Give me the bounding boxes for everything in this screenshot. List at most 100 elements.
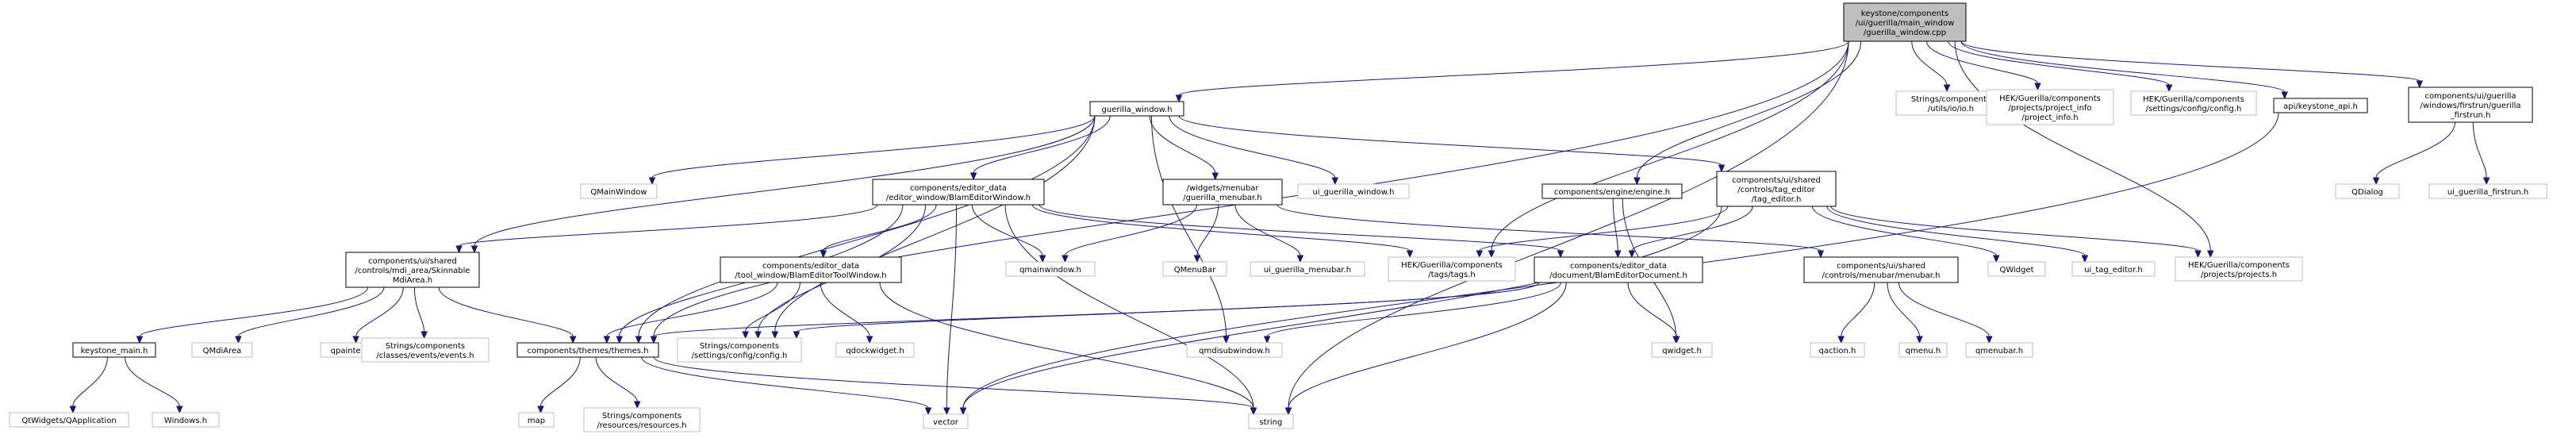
node-label: qmdisubwindow.h (1199, 347, 1270, 356)
edge-tag-editor-to-editor-document (1628, 206, 1753, 259)
node-box (872, 179, 1045, 206)
node-box (1810, 342, 1865, 358)
node-shared-menubar[interactable]: components/ui/shared/controls/menubar/me… (1803, 256, 1959, 283)
edge-mdiarea-to-qmdiarea (235, 286, 385, 344)
node-box (583, 407, 701, 432)
edge-editor-window-to-toolwindow (820, 204, 937, 259)
node-box (2071, 261, 2156, 277)
edge-shared-menubar-to-qaction (1837, 282, 1875, 344)
node-toolwindow[interactable]: components/editor_data/tool_window/BlamE… (720, 256, 902, 283)
node-box (2273, 98, 2368, 113)
edge-editor-window-to-editor-document (1038, 204, 1564, 259)
node-label: keystone/components (1861, 10, 1948, 18)
edge-root-to-keystone-api (1960, 40, 2288, 100)
node-label: QWidget (1999, 266, 2033, 275)
node-keystone-api[interactable]: api/keystone_api.h (2273, 98, 2368, 113)
edge-shared-menubar-to-qmenubar-lc (1898, 282, 1993, 344)
edge-themes-h-to-string (653, 356, 1257, 416)
node-menubar-h[interactable]: /widgets/menubar/guerilla_menubar.h (1162, 179, 1283, 206)
node-box (345, 252, 480, 288)
node-label: /controls/menubar/menubar.h (1822, 271, 1941, 280)
edge-guerilla-window-h-to-ui-guerilla-window (1169, 115, 1339, 186)
graph-edges (69, 40, 2490, 416)
node-box (1651, 342, 1713, 358)
edge-tag-editor-to-ui-tag-editor (1826, 206, 2089, 263)
node-label: components/engine/engine.h (1554, 188, 1670, 197)
node-label: keystone_main.h (81, 347, 148, 356)
node-label: QMainWindow (590, 188, 647, 197)
node-qdockwidget: qdockwidget.h (835, 342, 915, 358)
node-label: /guerilla_menubar.h (1183, 194, 1262, 202)
node-qmainwindow-lc: qmainwindow.h (1005, 261, 1096, 277)
edge-root-to-projects-h (1954, 40, 2214, 259)
node-label: /guerilla_window.cpp (1864, 29, 1946, 37)
node-label: qmenubar.h (1975, 347, 2023, 356)
node-box (361, 337, 489, 363)
node-label: QDialog (2351, 188, 2383, 197)
edge-mdiarea-to-themes-h (438, 286, 577, 344)
node-projects-h: HEK/Guerilla/components/projects/project… (2175, 256, 2303, 282)
node-label: /projects/project_info (2008, 104, 2091, 113)
node-box (1186, 342, 1283, 358)
node-label: /widgets/menubar (1187, 184, 1260, 193)
edge-themes-h-to-map (537, 356, 581, 414)
node-qwidget-lc: qwidget.h (1651, 342, 1713, 358)
node-label: QMenuBar (1174, 266, 1216, 275)
node-label: Strings/components (386, 342, 465, 351)
edge-toolwindow-to-qdockwidget (820, 282, 873, 344)
node-ui-menubar: ui_guerilla_menubar.h (1250, 261, 1365, 277)
edge-themes-h-to-resources-h (595, 356, 641, 409)
node-qaction: qaction.h (1810, 342, 1865, 358)
node-box (191, 342, 253, 358)
node-label: /tool_window/BlamEditorToolWindow.h (735, 271, 886, 280)
edge-menubar-h-to-ui-menubar (1234, 204, 1304, 263)
node-label: components/editor_data (1570, 262, 1667, 271)
node-box (1250, 261, 1365, 277)
node-label: guerilla_window.h (1102, 106, 1173, 114)
node-firstrun[interactable]: components/ui/guerilla/windows/firstrun/… (2408, 86, 2533, 123)
edge-guerilla-window-h-to-mdiarea (470, 115, 1096, 254)
node-box (1534, 256, 1703, 283)
edge-menubar-h-to-qmenubar-cap (1193, 204, 1219, 263)
node-box (1965, 342, 2033, 358)
node-label: /windows/firstrun/guerilla (2421, 102, 2521, 110)
node-label: qaction.h (1819, 347, 1856, 356)
node-themes-h[interactable]: components/themes/themes.h (516, 342, 659, 358)
node-engine-h[interactable]: components/engine/engine.h (1541, 183, 1683, 199)
node-label: ui_guerilla_window.h (1312, 188, 1394, 197)
edge-guerilla-window-h-to-menubar-h (1149, 115, 1219, 181)
node-label: /utils/io/io.h (1928, 105, 1974, 113)
node-box (580, 183, 658, 199)
node-qmdisubwindow: qmdisubwindow.h (1186, 342, 1283, 358)
node-mdiarea[interactable]: components/ui/shared/controls/mdi_area/S… (345, 252, 480, 288)
node-tag-editor[interactable]: components/ui/shared/controls/tag_editor… (1716, 171, 1837, 207)
node-box (1388, 256, 1516, 282)
node-root: keystone/components/ui/guerilla/main_win… (1843, 2, 1967, 42)
node-guerilla-window-h[interactable]: guerilla_window.h (1089, 101, 1184, 117)
node-ui-firstrun: ui_guerilla_firstrun.h (2428, 183, 2547, 199)
node-qmenu: qmenu.h (1898, 342, 1948, 358)
node-box (518, 412, 555, 428)
edge-guerilla-window-h-to-qmainwindow-cap (648, 115, 1096, 186)
node-box (1162, 261, 1227, 277)
node-box (2428, 183, 2547, 199)
node-keystone-main[interactable]: keystone_main.h (72, 342, 156, 358)
node-label: /controls/tag_editor (1737, 186, 1815, 194)
edge-tag-editor-to-vector (959, 206, 1722, 416)
node-qmenubar-lc: qmenubar.h (1965, 342, 2033, 358)
edge-root-to-strings-io (1911, 40, 1951, 93)
node-box (1005, 261, 1096, 277)
node-qdialog: QDialog (2335, 183, 2400, 199)
node-editor-document[interactable]: components/editor_data/document/BlamEdit… (1534, 256, 1703, 283)
node-label: ui_tag_editor.h (2084, 266, 2143, 275)
node-label: vector (933, 418, 959, 427)
node-label: qmenu.h (1906, 347, 1941, 356)
node-box (2408, 86, 2533, 123)
node-box (1297, 183, 1410, 199)
node-label: components/ui/guerilla (2424, 92, 2516, 101)
node-editor-window[interactable]: components/editor_data/editor_window/Bla… (872, 179, 1045, 206)
node-label: qwidget.h (1662, 347, 1702, 356)
edge-editor-document-to-strings-config (793, 282, 1540, 340)
edge-mdiarea-to-qpainter (352, 286, 404, 344)
